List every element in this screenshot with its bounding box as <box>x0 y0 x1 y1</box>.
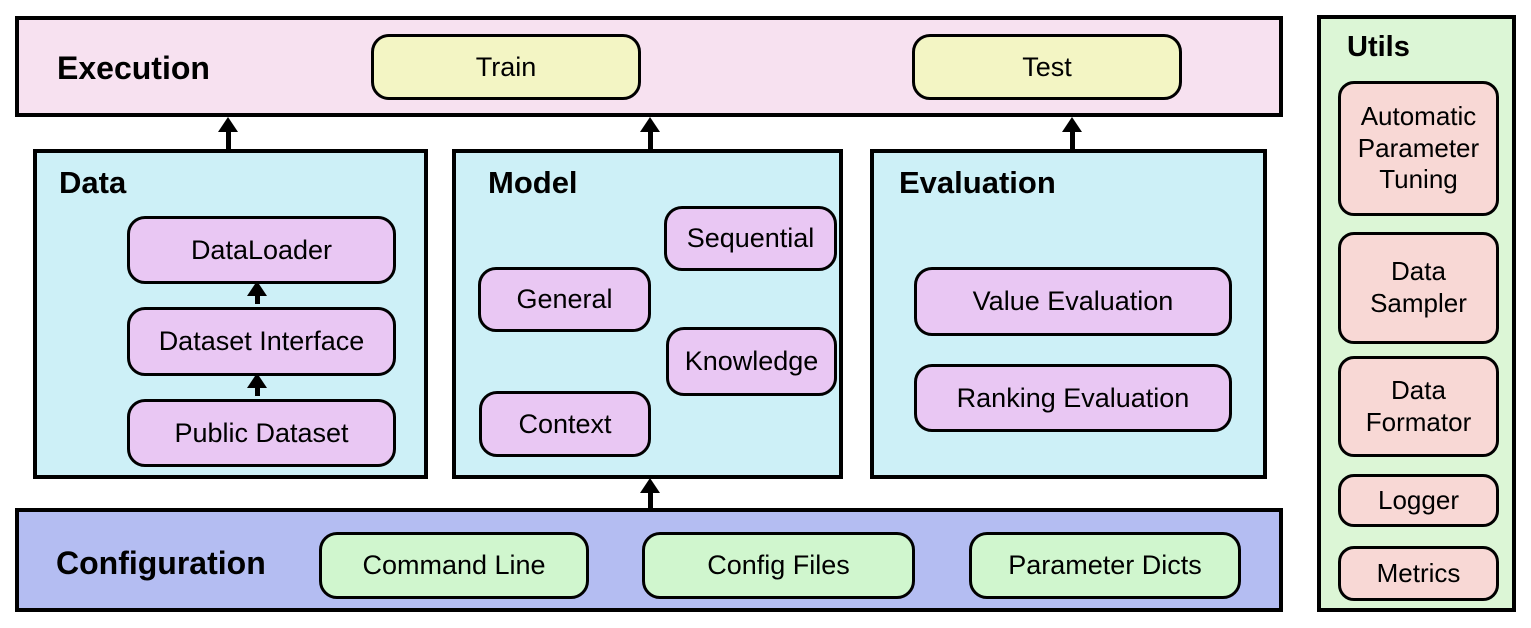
execution-title: Execution <box>57 50 210 86</box>
arrow-head-icon <box>640 478 660 493</box>
arrow-head-icon <box>640 117 660 132</box>
arrow-stem <box>647 132 653 150</box>
arrow-stem <box>225 132 231 150</box>
node-dataset-interface: Dataset Interface <box>127 307 396 376</box>
arrow-stem <box>254 388 260 396</box>
execution-panel: Execution Train Test <box>15 16 1283 117</box>
node-command-line: Command Line <box>319 532 589 599</box>
node-metrics: Metrics <box>1338 546 1499 601</box>
arrow-dataset-interface-to-dataloader <box>247 281 267 304</box>
configuration-panel: Configuration Command Line Config Files … <box>15 508 1283 612</box>
node-automatic-parameter-tuning: Automatic Parameter Tuning <box>1338 81 1499 216</box>
arrow-head-icon <box>247 373 267 388</box>
node-knowledge: Knowledge <box>666 327 837 396</box>
arrow-model-to-execution <box>640 117 660 150</box>
node-sequential: Sequential <box>664 206 837 271</box>
node-general: General <box>478 267 651 332</box>
arrow-head-icon <box>218 117 238 132</box>
data-panel: Data DataLoader Dataset Interface Public… <box>33 149 428 479</box>
arrow-public-dataset-to-dataset-interface <box>247 373 267 396</box>
arrow-stem <box>254 296 260 304</box>
model-title: Model <box>488 165 578 200</box>
evaluation-panel: Evaluation Value Evaluation Ranking Eval… <box>870 149 1267 479</box>
node-config-files: Config Files <box>642 532 915 599</box>
arrow-stem <box>1069 132 1075 150</box>
utils-panel: Utils Automatic Parameter Tuning Data Sa… <box>1317 15 1516 612</box>
node-value-evaluation: Value Evaluation <box>914 267 1232 336</box>
node-ranking-evaluation: Ranking Evaluation <box>914 364 1232 432</box>
node-train: Train <box>371 34 641 100</box>
configuration-title: Configuration <box>56 545 266 581</box>
arrow-data-to-execution <box>218 117 238 150</box>
node-parameter-dicts: Parameter Dicts <box>969 532 1241 599</box>
arrow-evaluation-to-execution <box>1062 117 1082 150</box>
utils-title: Utils <box>1347 31 1410 63</box>
arrow-head-icon <box>1062 117 1082 132</box>
node-data-formator: Data Formator <box>1338 356 1499 457</box>
node-test: Test <box>912 34 1182 100</box>
arrow-head-icon <box>247 281 267 296</box>
arrow-configuration-to-model <box>640 478 660 509</box>
node-dataloader: DataLoader <box>127 216 396 284</box>
node-context: Context <box>479 391 651 457</box>
data-title: Data <box>59 165 127 200</box>
arrow-stem <box>647 493 653 509</box>
evaluation-title: Evaluation <box>899 165 1056 200</box>
node-logger: Logger <box>1338 474 1499 527</box>
node-data-sampler: Data Sampler <box>1338 232 1499 344</box>
model-panel: Model Sequential General Knowledge Conte… <box>452 149 843 479</box>
node-public-dataset: Public Dataset <box>127 399 396 467</box>
